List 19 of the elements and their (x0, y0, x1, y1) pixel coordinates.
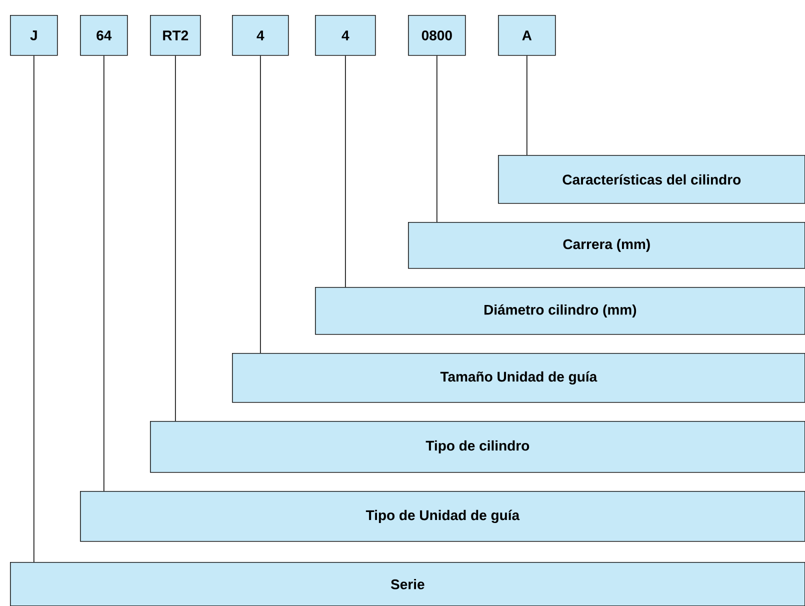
description-box: Tipo de Unidad de guía (80, 491, 805, 542)
code-box: 64 (80, 15, 128, 56)
connector-line (526, 55, 528, 156)
connector-line (436, 55, 438, 222)
code-box: J (10, 15, 58, 56)
code-box: RT2 (150, 15, 201, 56)
code-box: 4 (232, 15, 289, 56)
description-box: Carrera (mm) (408, 222, 805, 269)
description-box: Tamaño Unidad de guía (232, 353, 805, 403)
code-box: 4 (315, 15, 376, 56)
connector-line (175, 55, 176, 422)
description-box: Serie (10, 562, 805, 606)
description-box: Tipo de cilindro (150, 421, 805, 473)
description-box: Características del cilindro (498, 155, 805, 204)
connector-line (260, 55, 261, 354)
code-box: 0800 (408, 15, 466, 56)
description-box: Diámetro cilindro (mm) (315, 287, 805, 335)
code-box: A (498, 15, 556, 56)
connector-line (345, 55, 346, 288)
